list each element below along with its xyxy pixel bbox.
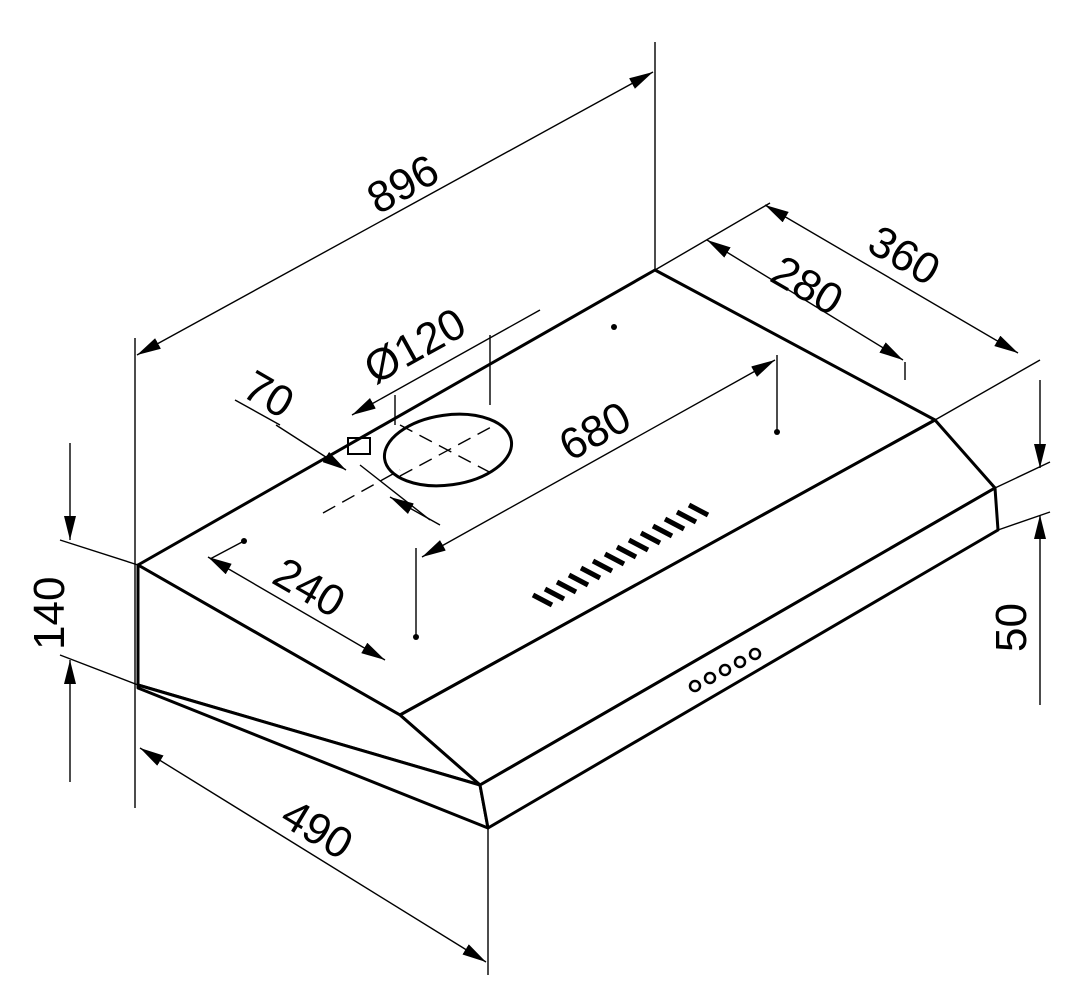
control-knobs xyxy=(688,647,762,693)
dim-line-280 xyxy=(706,239,904,361)
label-duct-offset: 70 xyxy=(235,361,302,428)
dim-line-70 xyxy=(275,424,347,471)
dim-line-490 xyxy=(139,747,487,963)
dim-line-896 xyxy=(136,71,654,356)
dim-line-680 xyxy=(421,359,776,558)
label-total-height: 140 xyxy=(25,577,74,650)
extension-lines xyxy=(59,42,1051,975)
dim-line-120 xyxy=(351,309,541,416)
dim-line-240 xyxy=(207,556,386,661)
label-front-height: 50 xyxy=(987,603,1036,652)
hood-body xyxy=(136,268,1000,830)
label-depth: 360 xyxy=(860,216,948,295)
label-front-depth: 490 xyxy=(273,790,361,870)
dim-line-70-b xyxy=(389,496,441,526)
label-total-width: 896 xyxy=(359,145,447,223)
label-mount-depth: 280 xyxy=(763,246,851,325)
dimension-lines xyxy=(64,71,1046,963)
